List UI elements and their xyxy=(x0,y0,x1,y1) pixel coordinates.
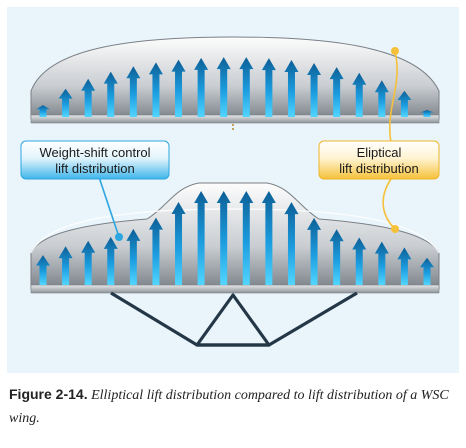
elliptical-callout-leader xyxy=(389,50,398,144)
bottom-lift-arrow xyxy=(58,246,73,285)
top-lift-arrow xyxy=(329,67,344,117)
top-lift-arrow xyxy=(239,57,254,117)
bottom-wing-base xyxy=(30,284,440,294)
top-lift-arrow xyxy=(261,58,276,117)
bottom-lift-arrow xyxy=(307,217,322,285)
elliptical-callout-line2: lift distribution xyxy=(339,161,418,176)
bottom-lift-arrow xyxy=(81,240,96,285)
top-lift-arrow xyxy=(352,72,367,117)
top-wing-base xyxy=(30,114,440,124)
elliptical-reference-outline xyxy=(30,208,440,254)
bottom-lift-arrow xyxy=(329,229,344,285)
bottom-lift-arrow xyxy=(261,191,276,285)
bottom-lift-arrow xyxy=(148,217,163,285)
caption-label: Figure 2-14. xyxy=(9,386,88,402)
bottom-lift-arrow xyxy=(171,202,186,285)
bottom-lift-arrow xyxy=(194,191,209,285)
bottom-lift-arrow xyxy=(284,202,299,285)
control-frame xyxy=(110,291,358,347)
bottom-lift-arrow xyxy=(36,255,50,285)
bottom-lift-arrow xyxy=(374,241,389,285)
top-lift-arrow xyxy=(36,105,50,117)
top-lift-arrow xyxy=(397,90,412,117)
top-lift-arrow xyxy=(216,57,231,117)
elliptical-callout-box xyxy=(318,140,440,180)
bottom-lift-arrow xyxy=(420,257,434,285)
figure-caption: Figure 2-14. Elliptical lift distributio… xyxy=(9,383,459,430)
top-lift-arrow xyxy=(307,63,322,117)
elliptical-callout-leader-lower xyxy=(382,178,396,230)
bottom-lift-arrow xyxy=(239,191,254,285)
bottom-lift-arrow xyxy=(216,191,231,285)
caption-text: Elliptical lift distribution compared to… xyxy=(9,388,449,426)
bottom-lift-arrow xyxy=(352,237,367,285)
top-lift-arrow xyxy=(420,109,434,117)
figure-panel: Weight-shift control lift distribution E… xyxy=(7,7,459,373)
elliptical-callout-dot-top xyxy=(391,47,399,55)
top-lift-arrow xyxy=(171,59,186,117)
top-lift-arrow xyxy=(374,80,389,117)
wsc-callout-line1: Weight-shift control xyxy=(39,145,150,160)
elliptical-callout-dot-bottom xyxy=(391,225,399,233)
lift-distribution-diagram: Weight-shift control lift distribution E… xyxy=(7,7,459,373)
wsc-callout-line2: lift distribution xyxy=(55,161,134,176)
wsc-callout-dot xyxy=(115,233,123,241)
bottom-lift-arrow xyxy=(397,247,412,285)
top-lift-arrow xyxy=(148,62,163,117)
bottom-wing-lift-arrows xyxy=(36,191,434,285)
top-lift-arrow xyxy=(103,71,118,117)
top-lift-arrow xyxy=(81,78,96,117)
wsc-callout-leader xyxy=(98,176,120,238)
top-lift-arrow xyxy=(284,60,299,117)
wsc-callout-box xyxy=(20,140,170,180)
elliptical-callout-line1: Eliptical xyxy=(357,145,402,160)
bottom-lift-arrow xyxy=(103,236,118,285)
top-lift-arrow xyxy=(58,88,73,117)
top-lift-arrow xyxy=(194,57,209,117)
